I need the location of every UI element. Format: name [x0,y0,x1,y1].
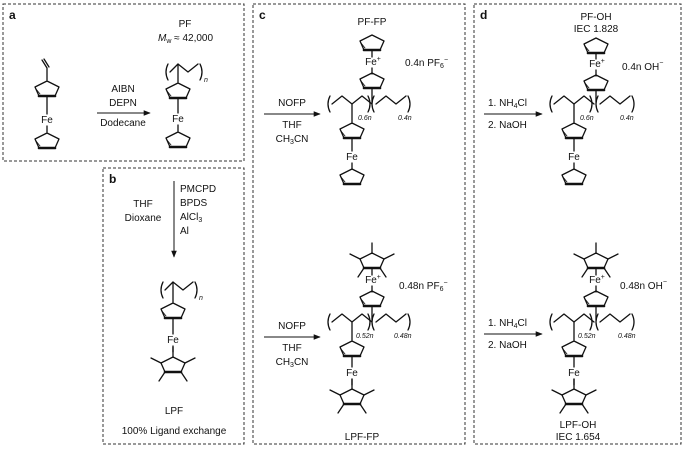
lpf-oh-iec: IEC 1.654 [556,432,601,443]
fe-cation: Fe+ [589,274,605,286]
reagent-al: Al [180,226,189,237]
panel-b-frame [102,167,245,445]
step-naoh-2: 2. NaOH [488,340,527,351]
counter-ion-pf6-bottom: 0.48n PF6− [399,280,448,293]
svg-text:0.4n: 0.4n [398,115,412,122]
solvent-dioxane: Dioxane [125,213,162,224]
panel-d-letter: d [480,8,487,22]
fe-cation: Fe+ [589,58,605,70]
svg-text:0.48n: 0.48n [618,333,636,340]
fe-atom: Fe [41,115,53,126]
reagent-nofp: NOFP [278,98,306,109]
fe-atom: Fe [172,114,184,125]
panel-b-letter: b [109,172,116,186]
fe-atom: Fe [568,152,580,163]
reagent-ch3cn: CH3CN [276,134,309,146]
reagent-bpds: BPDS [180,198,208,209]
svg-text:0.48n: 0.48n [394,333,412,340]
lpf-polymer-structure: n Fe [149,281,203,383]
pf-label: PF [179,19,192,30]
fe-atom: Fe [346,368,358,379]
fe-atom: Fe [167,335,179,346]
svg-text:0.6n: 0.6n [358,115,372,122]
reagent-dodecane: Dodecane [100,118,146,129]
panel-a-frame [2,3,245,162]
step-naoh: 2. NaOH [488,120,527,131]
reagent-nofp-2: NOFP [278,321,306,332]
svg-text:0.52n: 0.52n [578,333,596,340]
svg-text:0.52n: 0.52n [356,333,374,340]
pf-fp-structure: Fe+ 0.6n 0.4n Fe [327,33,412,186]
solvent-thf: THF [133,199,152,210]
counter-ion-pf6-top: 0.4n PF6− [405,57,448,70]
pf-polymer-structure: n Fe [164,63,208,149]
panel-c-frame [252,3,466,445]
pf-fp-label: PF-FP [358,17,387,28]
reagent-thf-2: THF [282,343,301,354]
panel-a-letter: a [9,8,16,22]
fe-atom: Fe [346,152,358,163]
lpf-fp-label: LPF-FP [345,432,380,443]
panel-d-frame [473,3,682,445]
reagent-pmcpd: PMCPD [180,184,216,195]
lpf-oh-label: LPF-OH [560,420,597,431]
panel-c-letter: c [259,8,266,22]
ligand-exchange-note: 100% Ligand exchange [122,426,227,437]
fe-cation: Fe+ [365,56,381,68]
counter-ion-oh-top: 0.4n OH− [622,60,663,73]
molecular-weight: Mw ≈ 42,000 [158,33,213,45]
vinylferrocene-structure: Fe [33,58,61,150]
svg-text:n: n [199,295,203,302]
pf-oh-structure: Fe+ 0.6n 0.4n Fe [549,36,635,186]
fe-atom: Fe [568,368,580,379]
fe-cation: Fe+ [365,274,381,286]
lpf-label: LPF [165,406,183,417]
counter-ion-oh-bottom: 0.48n OH− [620,279,667,292]
lpf-oh-structure: Fe+ 0.52n 0.48n Fe [549,241,636,415]
svg-text:0.4n: 0.4n [620,115,634,122]
step-nh4cl-2: 1. NH4Cl [488,318,527,330]
reagent-thf: THF [282,120,301,131]
svg-text:n: n [204,77,208,84]
lpf-fp-structure: Fe+ 0.52n 0.48n Fe [327,241,412,415]
reagent-aibn: AIBN [111,84,134,95]
step-nh4cl: 1. NH4Cl [488,98,527,110]
reagent-alcl3: AlCl3 [180,212,202,224]
pf-oh-iec: IEC 1.828 [574,24,619,35]
pf-oh-label: PF-OH [580,12,611,23]
reagent-ch3cn-2: CH3CN [276,357,309,369]
svg-text:0.6n: 0.6n [580,115,594,122]
reagent-depn: DEPN [109,98,137,109]
